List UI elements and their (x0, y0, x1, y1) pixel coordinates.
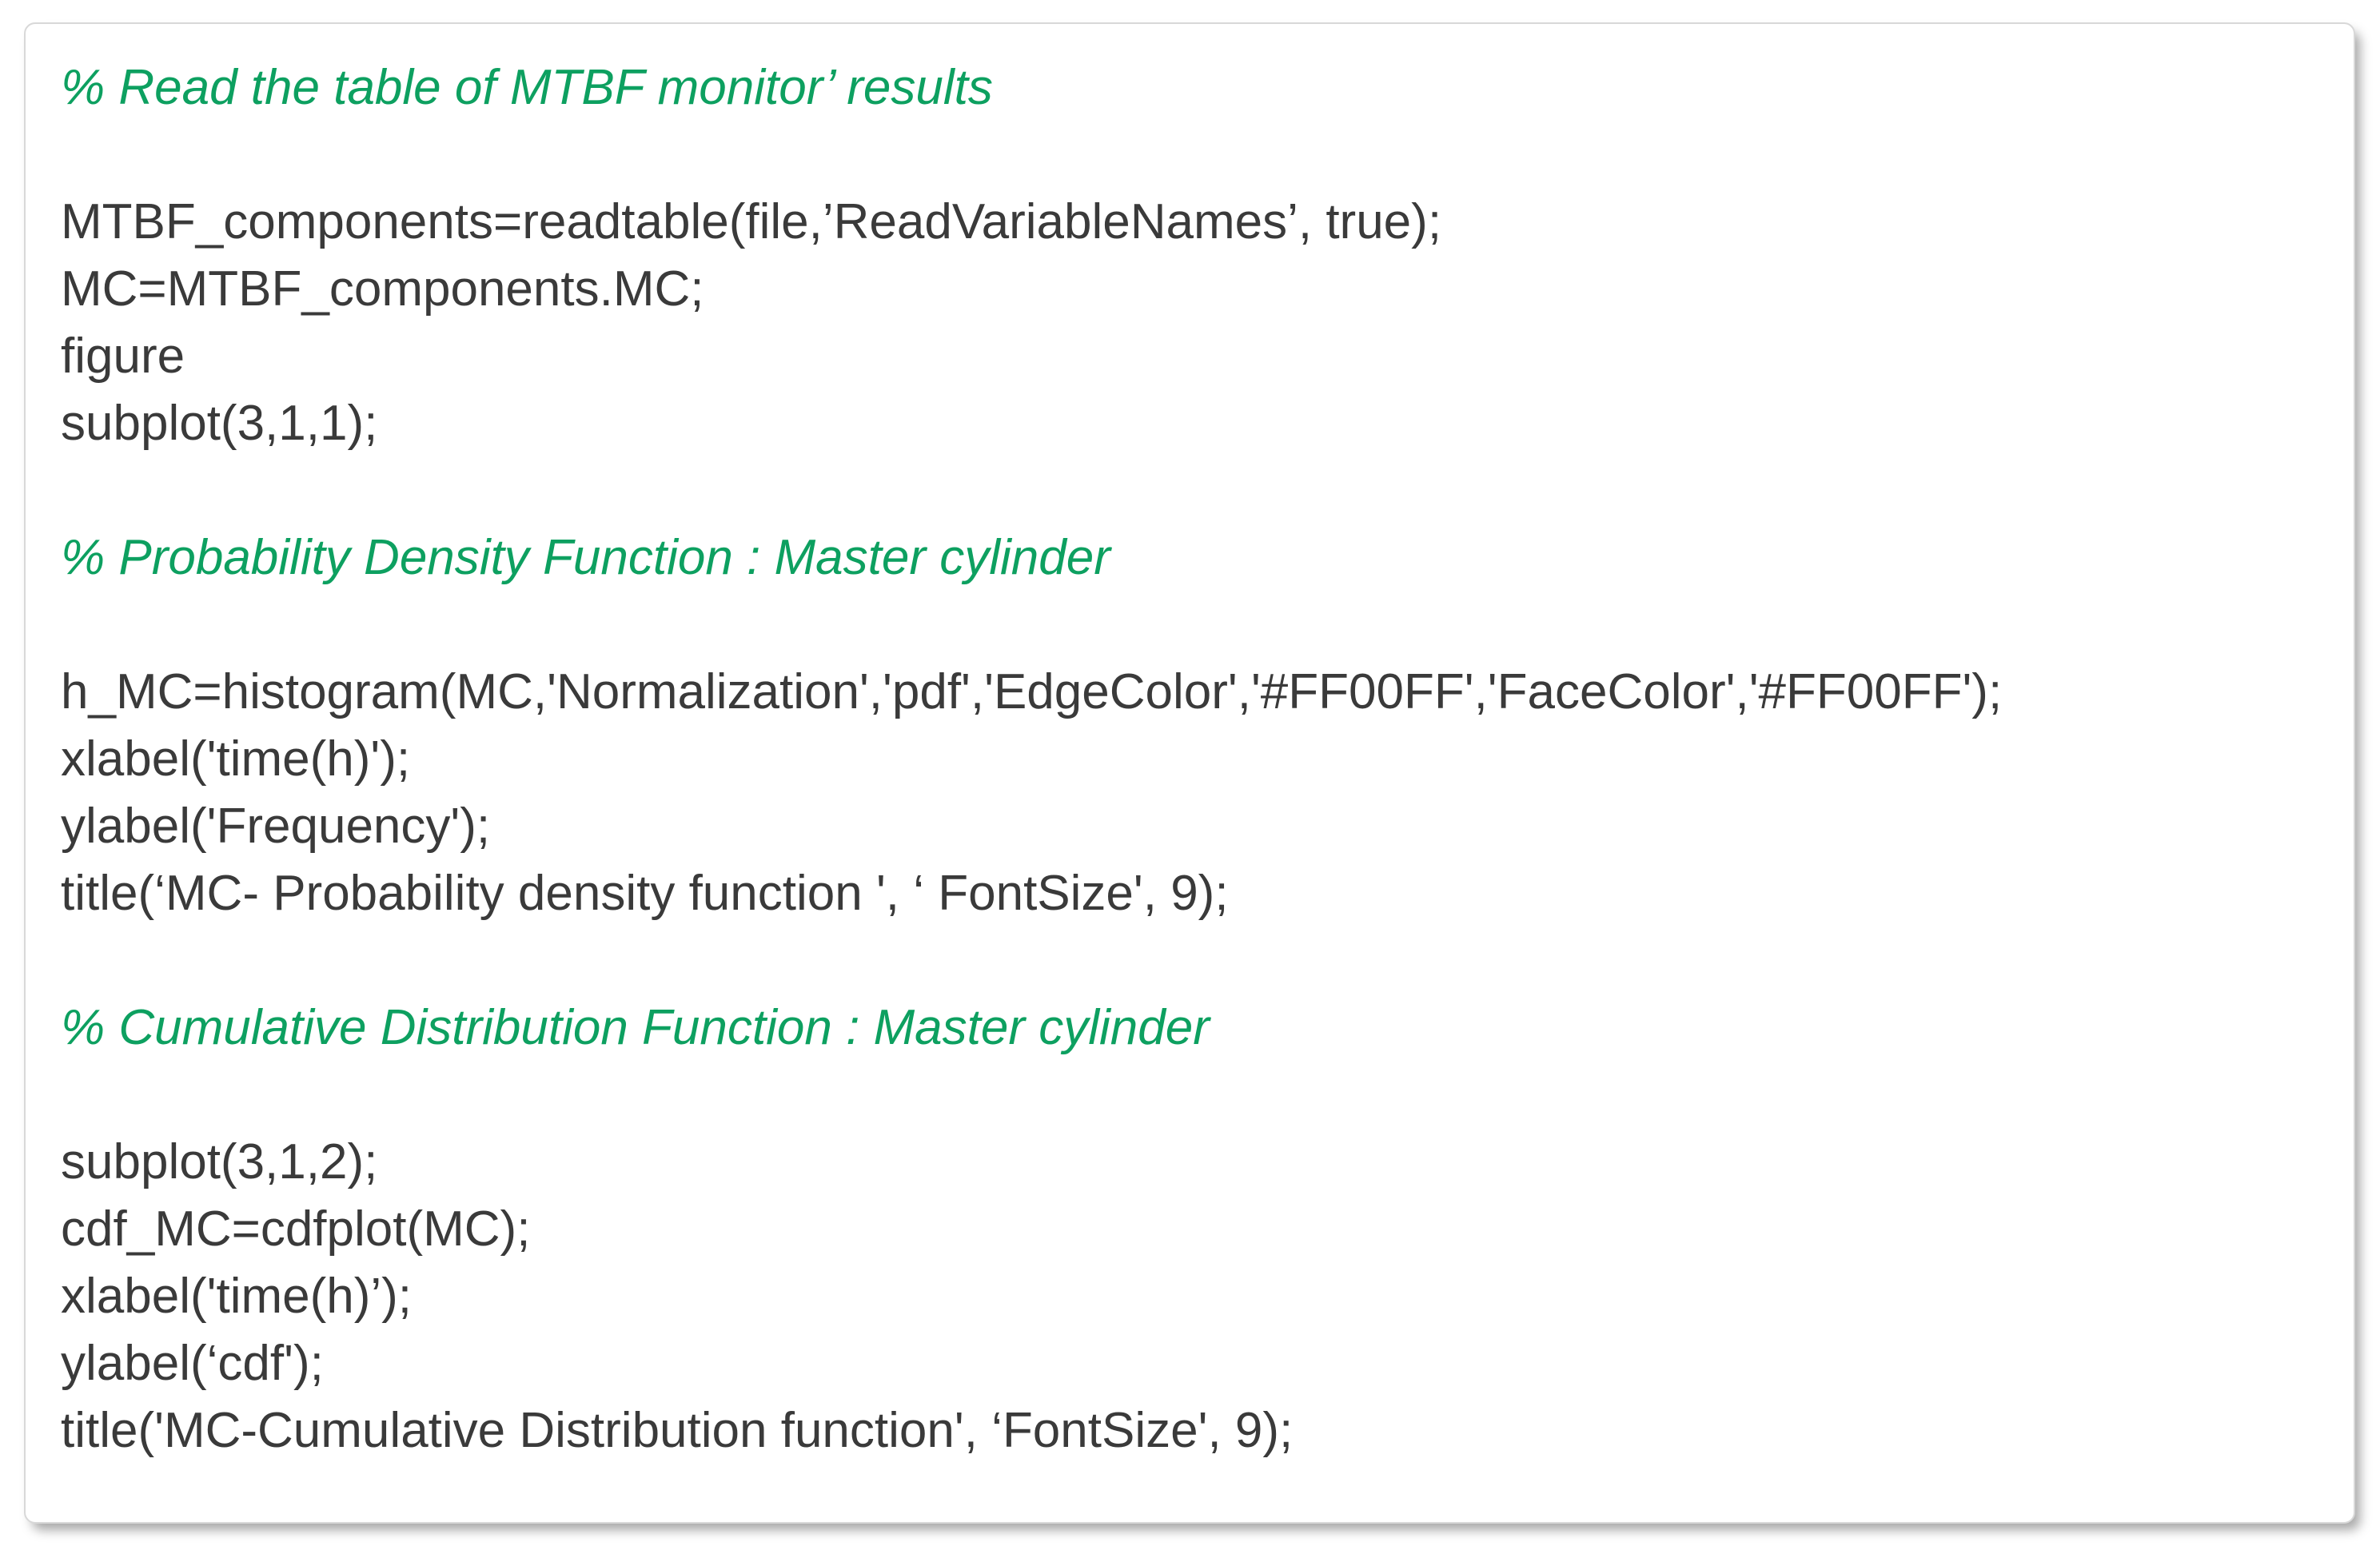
code-line: h_MC=histogram(MC,'Normalization','pdf',… (61, 664, 2003, 719)
code-line: MC=MTBF_components.MC; (61, 261, 704, 317)
code-line: xlabel('time(h)’); (61, 1269, 413, 1324)
code-line: title(‘MC- Probability density function … (61, 866, 1229, 921)
code-line: ylabel(‘cdf'); (61, 1336, 324, 1391)
code-snippet-card: % Read the table of MTBF monitor’ result… (24, 22, 2355, 1524)
code-line: cdf_MC=cdfplot(MC); (61, 1201, 531, 1257)
code-section-read-table: % Read the table of MTBF monitor’ result… (61, 54, 2322, 457)
code-line: title('MC-Cumulative Distribution functi… (61, 1403, 1294, 1458)
code-section-pdf: % Probability Density Function : Master … (61, 524, 2322, 927)
code-line: subplot(3,1,1); (61, 396, 378, 451)
code-section-cdf: % Cumulative Distribution Function : Mas… (61, 994, 2322, 1464)
code-line: MTBF_components=readtable(file,’ReadVari… (61, 194, 1442, 249)
code-line: ylabel('Frequency'); (61, 799, 491, 854)
code-line: figure (61, 329, 185, 384)
comment-line: % Cumulative Distribution Function : Mas… (61, 1000, 1210, 1055)
code-line: xlabel('time(h)'); (61, 731, 411, 787)
code-line: subplot(3,1,2); (61, 1134, 378, 1189)
comment-line: % Read the table of MTBF monitor’ result… (61, 60, 993, 115)
comment-line: % Probability Density Function : Master … (61, 530, 1110, 585)
